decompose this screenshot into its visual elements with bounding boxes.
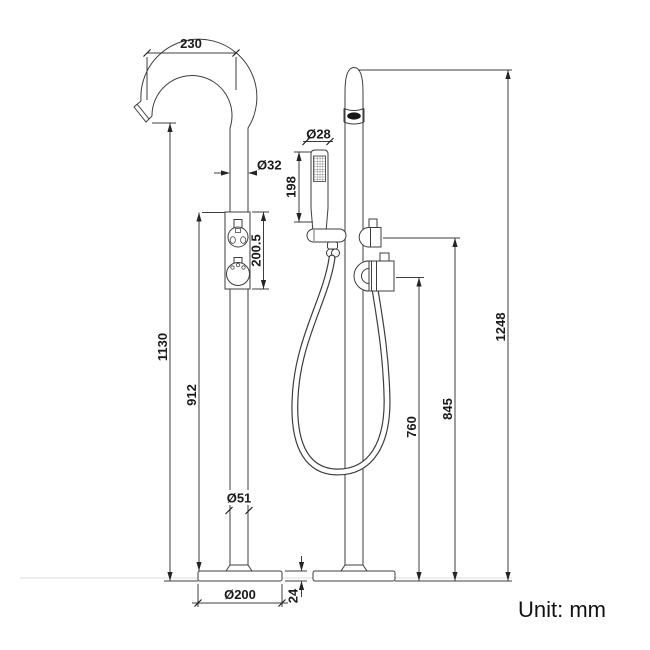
dim-valve-body-height: 200.5 — [249, 211, 269, 290]
dim-handshower-diameter: Ø28 — [302, 127, 334, 146]
unit-note: Unit: mm — [518, 597, 606, 622]
dim-label-200-5: 200.5 — [249, 234, 264, 267]
dim-label-1130: 1130 — [155, 333, 170, 361]
dim-spout-reach: 230 — [143, 36, 240, 100]
dim-label-o200: Ø200 — [224, 587, 256, 602]
dim-column-height: 912 — [184, 212, 225, 571]
dim-label-o51: Ø51 — [227, 491, 252, 506]
column-foot-flare — [225, 564, 253, 572]
faucet-front-view — [133, 38, 283, 582]
shower-holder — [306, 228, 347, 243]
spout-outer-curve — [140, 38, 258, 212]
dim-label-o28: Ø28 — [306, 127, 331, 142]
riser-dome-top — [344, 66, 364, 93]
dim-label-o32: Ø32 — [257, 158, 282, 173]
dim-label-912: 912 — [184, 384, 199, 406]
shower-hose — [291, 254, 391, 476]
spout-nozzle-band — [136, 103, 150, 120]
spout-outlet-band — [343, 108, 365, 125]
dim-label-1248: 1248 — [493, 313, 508, 342]
dim-spout-tube-diameter: Ø32 — [214, 158, 282, 176]
dim-label-845: 845 — [440, 398, 455, 420]
dim-overall-height-side: 1248 — [358, 69, 512, 582]
spout-inner-curve — [151, 75, 233, 212]
dim-diverter-height: 845 — [383, 237, 460, 581]
dim-label-760: 760 — [404, 416, 419, 438]
dim-base-diameter: Ø200 — [192, 584, 288, 607]
riser-foot-flare — [340, 564, 368, 572]
base-plate-front — [197, 570, 283, 582]
dim-outlet-height: 760 — [396, 277, 424, 581]
upper-diverter — [358, 218, 382, 248]
control-knob-upper — [227, 219, 249, 248]
control-knob-lower — [226, 257, 250, 286]
lower-valve — [353, 252, 395, 292]
faucet-side-view — [291, 66, 396, 582]
dim-label-24: 24 — [286, 588, 301, 603]
dim-label-198: 198 — [284, 176, 299, 198]
base-plate-side — [312, 570, 396, 582]
dim-handshower-length: 198 — [284, 151, 313, 223]
outlet-opening — [347, 112, 361, 120]
dim-column-diameter: Ø51 — [225, 490, 253, 515]
dim-base-thickness: 24 — [285, 556, 307, 603]
dim-label-230: 230 — [180, 36, 202, 51]
dim-overall-height-front: 1130 — [152, 122, 198, 582]
spray-face — [313, 155, 326, 182]
